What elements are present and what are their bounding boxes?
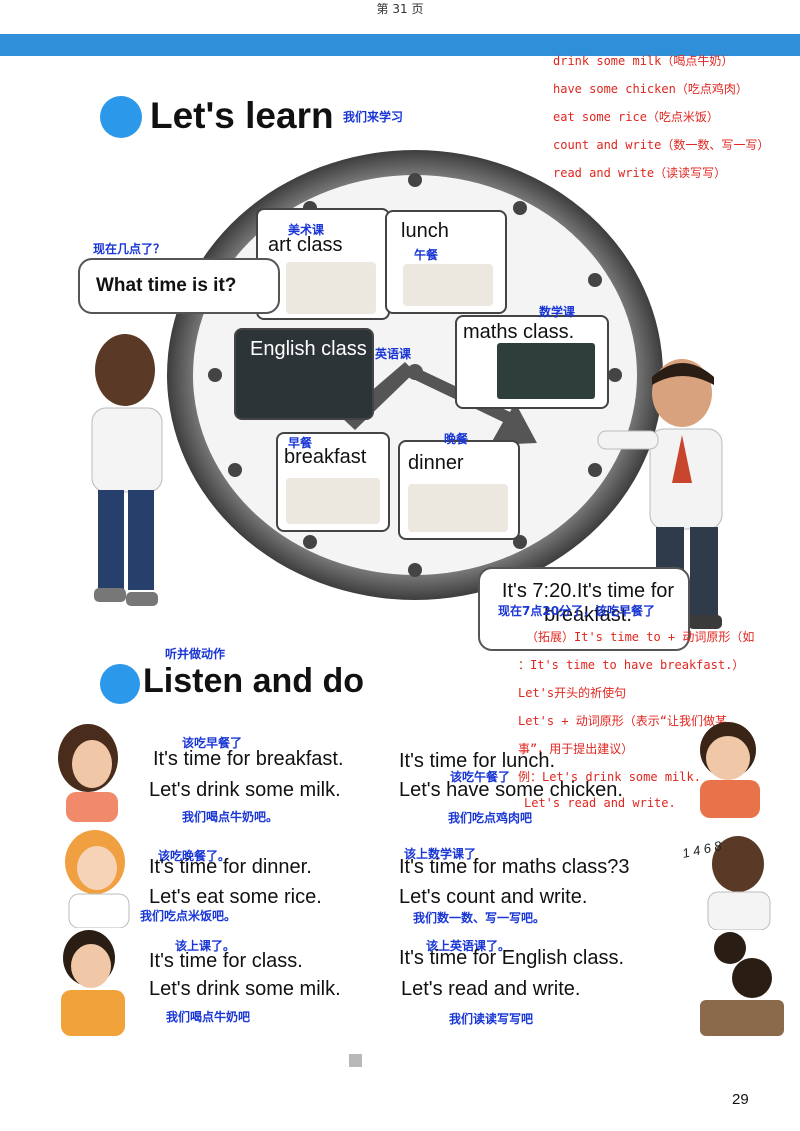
sentence-line: It's time for English class. [399, 947, 624, 969]
section-dot-icon [100, 664, 140, 704]
answer-text: It's 7:20.It's time for breakfast. [501, 580, 675, 626]
art-class-scene-icon [286, 262, 376, 314]
question-bubble: What time is it? [78, 258, 280, 314]
line-cn: 该吃早餐了 [182, 736, 243, 750]
panel-cn: 午餐 [414, 248, 439, 262]
boy-asking-illustration [91, 334, 163, 606]
page-mark [349, 1054, 362, 1067]
blackboard-icon [497, 343, 595, 399]
section-dot-icon [100, 96, 142, 138]
note-line: Let's开头的祈使句 [518, 686, 627, 700]
panel-cn: 早餐 [288, 436, 313, 450]
panel-cn: 美术课 [288, 223, 325, 237]
answer-cn: 现在7点20分了，该吃早餐了 [498, 604, 656, 618]
grammar-note: （拓展）It's time to + 动词原形（如 ：It's time to … [518, 628, 754, 824]
girl-eating-illustration [65, 830, 130, 928]
dinner-scene-icon [408, 484, 508, 532]
note-line: count and write（数一数、写一写） [553, 138, 770, 152]
sentence-line: Let's eat some rice. [149, 886, 322, 908]
line-cn: 我们吃点鸡肉吧 [448, 811, 533, 825]
sentence-line: It's time for class. [149, 950, 303, 972]
panel-label: maths class. [463, 321, 575, 343]
panel-label: art class [268, 234, 343, 256]
answer-bubble: It's 7:20.It's time for breakfast. [478, 567, 690, 651]
line-cn: 我们读读写写吧 [449, 1012, 534, 1026]
note-line: Let's read and write. [524, 796, 676, 810]
panel-cn: 晚餐 [444, 432, 469, 446]
page-number: 29 [732, 1091, 749, 1108]
panel-cn: 英语课 [375, 347, 412, 361]
sentence-line: Let's read and write. [401, 978, 581, 1000]
question-cn: 现在几点了？ [93, 242, 166, 256]
line-cn: 我们数一数、写一写吧。 [413, 911, 546, 925]
panel-cn: 数学课 [539, 305, 576, 319]
note-line: read and write（读读写写） [553, 166, 727, 180]
lets-learn-cn: 我们来学习 [343, 110, 404, 124]
line-cn: 我们喝点牛奶吧。 [182, 810, 279, 824]
question-text: What time is it? [96, 275, 237, 296]
boy-with-cup-illustration [61, 930, 125, 1036]
sentence-line: It's time for maths class?3 [399, 856, 630, 878]
panel-english-class: English class [234, 328, 374, 420]
sentence-line: Let's drink some milk. [149, 779, 341, 801]
line-cn: 该上课了。 [175, 939, 236, 953]
sentence-line: It's time for breakfast. [153, 748, 344, 770]
note-line: ：It's time to have breakfast.） [518, 658, 745, 672]
sentence-line: Let's have some chicken. [399, 779, 623, 801]
teacher-illustration [597, 359, 723, 629]
vocabulary-note: drink some milk（喝点牛奶） have some chicken（… [553, 52, 769, 192]
panel-label: breakfast [284, 446, 367, 468]
boy-counting-illustration [707, 836, 771, 930]
note-line: 事”，用于提出建议） [518, 742, 634, 756]
sentence-line: Let's drink some milk. [149, 978, 341, 1000]
sentence-line: It's time for dinner. [149, 856, 312, 878]
line-cn: 该上英语课了。 [426, 939, 511, 953]
line-cn: 该吃晚餐了。 [158, 849, 231, 863]
note-line: have some chicken（吃点鸡肉） [553, 82, 748, 96]
line-cn: 我们吃点米饭吧。 [140, 909, 237, 923]
listen-and-do-title: Listen and do [143, 662, 364, 700]
note-line: （拓展）It's time to + 动词原形（如 [526, 630, 755, 644]
breakfast-scene-icon [286, 478, 380, 524]
line-cn: 该吃午餐了 [450, 770, 511, 784]
panel-label: English class [250, 338, 367, 360]
panel-label: lunch [401, 220, 449, 242]
panel-breakfast: breakfast [276, 432, 390, 532]
top-color-bar [0, 34, 800, 56]
boy-eating-illustration [700, 722, 760, 818]
line-cn: 我们喝点牛奶吧 [166, 1010, 251, 1024]
line-cn: 该上数学课了 [404, 847, 477, 861]
note-line: 例：Let's drink some milk. [518, 770, 701, 784]
lets-learn-title: Let's learn [150, 95, 334, 136]
panel-maths-class: maths class. [455, 315, 609, 409]
sentence-line: Let's count and write. [399, 886, 588, 908]
panel-label: dinner [408, 452, 464, 474]
panel-dinner: dinner [398, 440, 520, 540]
listen-and-do-cn: 听并做动作 [165, 647, 226, 661]
girl-drinking-illustration [58, 724, 118, 822]
note-line: drink some milk（喝点牛奶） [553, 54, 734, 68]
note-line: eat some rice（吃点米饭） [553, 110, 719, 124]
lunch-scene-icon [403, 264, 493, 306]
page-label: 第 31 页 [376, 2, 424, 16]
note-line: Let's + 动词原形（表示“让我们做某 [518, 714, 728, 728]
sentence-line: It's time for lunch. [399, 750, 556, 772]
students-writing-illustration [700, 932, 784, 1036]
panel-lunch: lunch [385, 210, 507, 314]
